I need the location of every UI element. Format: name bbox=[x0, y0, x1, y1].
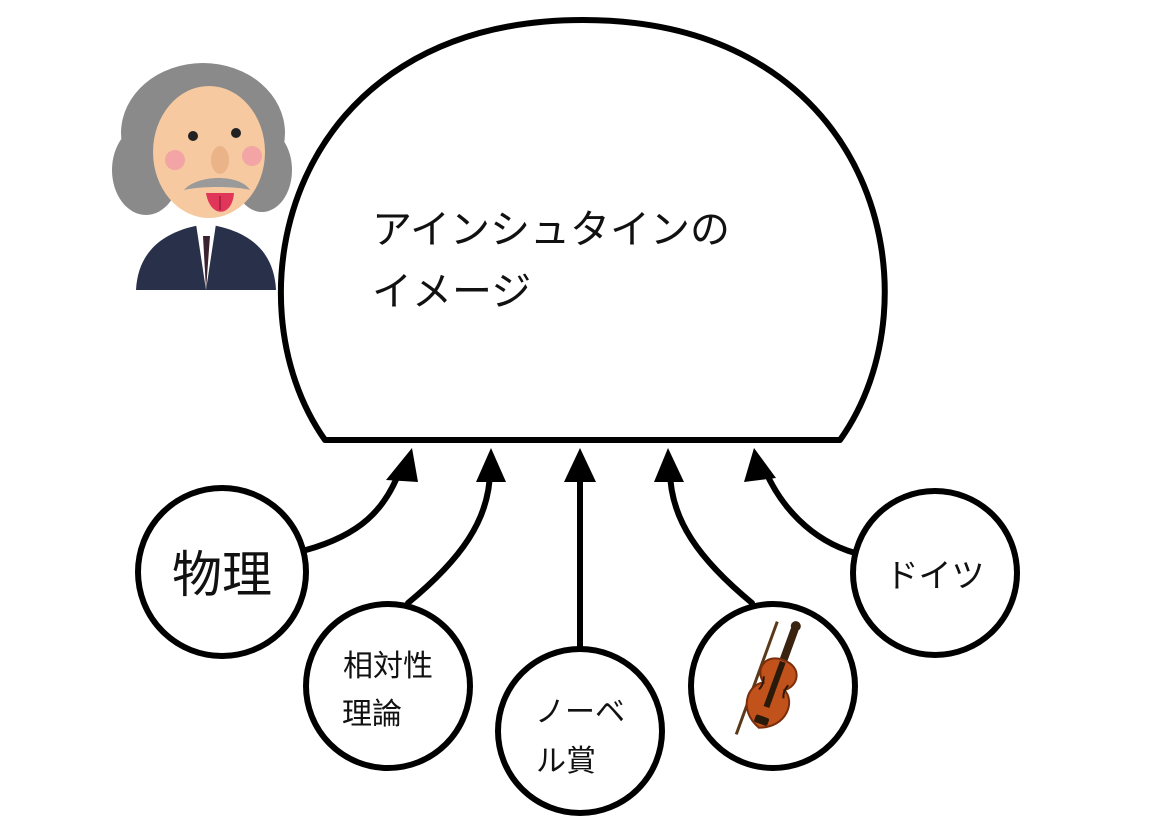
arrowhead-relativity bbox=[476, 448, 506, 482]
einstein-portrait-icon bbox=[112, 63, 292, 290]
arrow-germany bbox=[762, 467, 858, 556]
node-relativity-label-line1: 相対性 bbox=[343, 649, 433, 684]
main-dome bbox=[277, 17, 888, 443]
node-nobel-label-line2: ル賞 bbox=[536, 744, 596, 779]
node-physics-label: 物理 bbox=[172, 546, 272, 604]
arrowhead-physics bbox=[386, 448, 418, 482]
node-germany bbox=[850, 488, 1020, 658]
node-relativity bbox=[303, 601, 473, 771]
main-label-line1: アインシュタインの bbox=[372, 207, 730, 253]
node-nobel-label-line1: ノーベ bbox=[535, 695, 625, 730]
node-germany-label: ドイツ bbox=[886, 556, 985, 595]
violin-icon bbox=[734, 621, 801, 735]
arrowhead-violin bbox=[654, 448, 684, 482]
node-relativity-label-line2: 理論 bbox=[342, 697, 402, 732]
node-physics bbox=[135, 485, 309, 659]
main-label-line2: イメージ bbox=[372, 269, 531, 315]
arrow-violin bbox=[667, 467, 755, 606]
arrow-physics bbox=[303, 467, 403, 553]
node-nobel bbox=[495, 646, 665, 816]
arrow-relativity bbox=[405, 467, 493, 606]
arrowhead-germany bbox=[744, 448, 776, 482]
arrowhead-nobel bbox=[564, 448, 596, 482]
